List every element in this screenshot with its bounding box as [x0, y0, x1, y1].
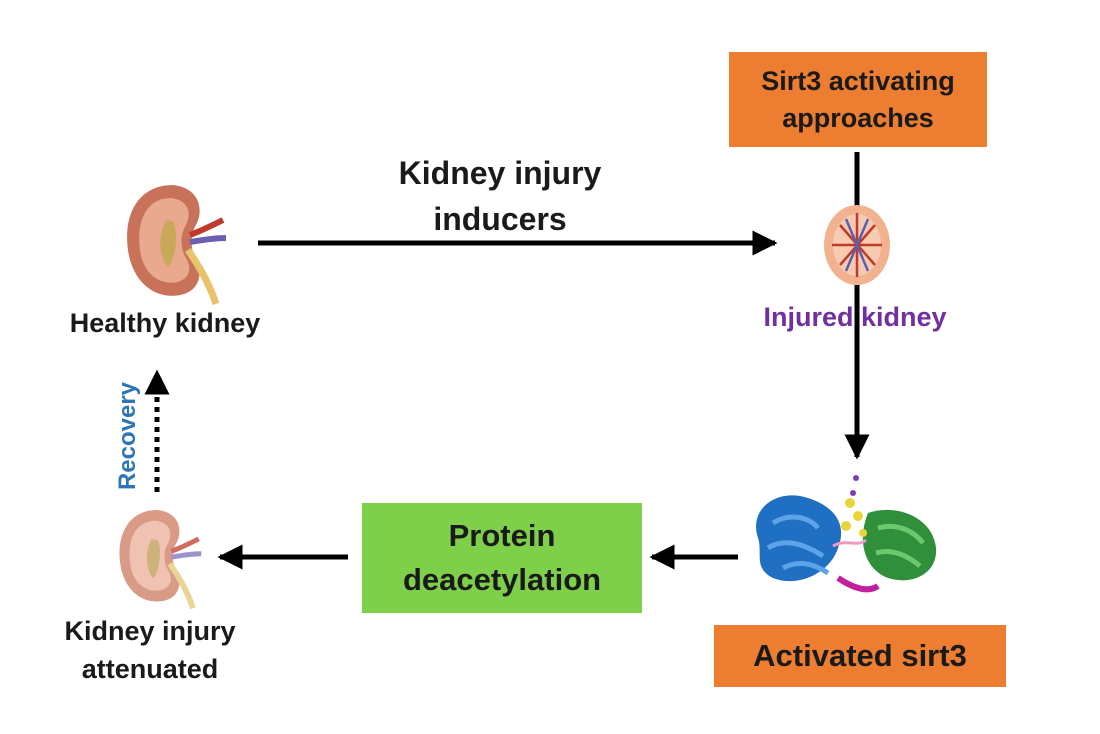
injured-kidney-icon [824, 205, 890, 285]
protein-deacetylation-box: Protein deacetylation [362, 503, 642, 613]
injury-inducers-line1: Kidney injury [398, 155, 602, 191]
protein-deacetylation-line1: Protein [448, 518, 556, 553]
protein-deacetylation-line2: deacetylation [402, 562, 602, 597]
injury-inducers-line2: inducers [433, 201, 567, 237]
attenuated-label-line2: attenuated [81, 654, 219, 684]
recovery-label: Recovery [114, 381, 141, 491]
sirt3-approaches-line1: Sirt3 activating [761, 65, 955, 96]
healthy-kidney-label: Healthy kidney [69, 308, 261, 338]
healthy-kidney-icon [127, 185, 227, 305]
sirt3-approaches-box: Sirt3 activating approaches [729, 52, 987, 147]
injury-inducers-label: Kidney injury inducers [345, 150, 655, 242]
injured-kidney-label: Injured kidney [763, 302, 947, 332]
attenuated-kidney-icon [119, 510, 202, 610]
activated-sirt3-box: Activated sirt3 [714, 625, 1006, 687]
sirt3-protein-icon [756, 475, 937, 593]
attenuated-label-line1: Kidney injury [64, 616, 236, 646]
sirt3-approaches-line2: approaches [782, 102, 934, 133]
attenuated-label: Kidney injury attenuated [20, 612, 280, 688]
